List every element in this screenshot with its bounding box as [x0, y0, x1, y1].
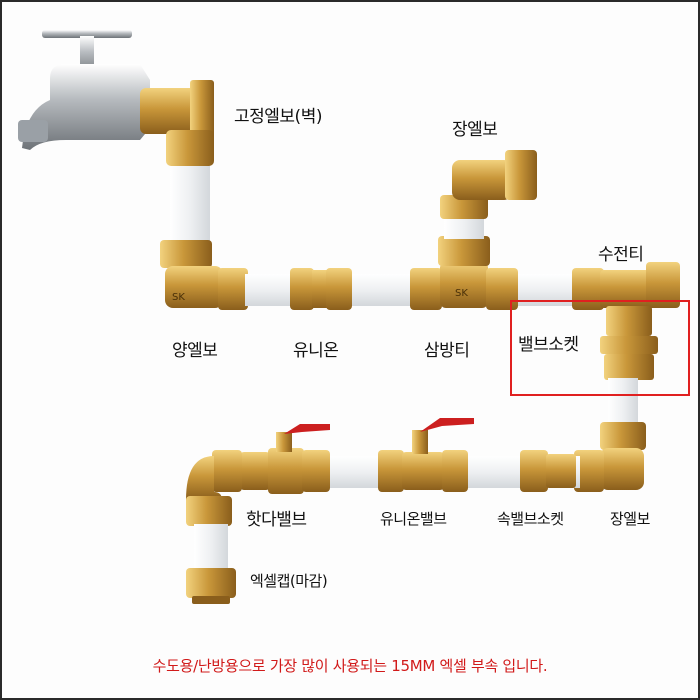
lower-left-elbow-fitting	[186, 450, 242, 526]
long-elbow-top-fitting	[440, 150, 537, 219]
valve-socket-highlight-box	[510, 300, 690, 396]
label-long-elbow-top: 장엘보	[452, 120, 498, 140]
label-long-elbow-bottom: 장엘보	[610, 510, 650, 528]
label-fixed-elbow-wall: 고정엘보(벽)	[234, 107, 322, 127]
pipe-segment	[608, 378, 638, 428]
caption-text: 수도용/난방용으로 가장 많이 사용되는 15MM 엑셀 부속 입니다.	[152, 657, 548, 675]
valve-socket-fitting	[600, 306, 658, 380]
sk-stamp: SK	[172, 292, 185, 303]
pipe-segment	[170, 165, 210, 245]
xl-cap-fitting	[186, 568, 236, 604]
tap-tee-fitting	[572, 262, 680, 310]
faucet-icon	[18, 30, 150, 150]
label-tap-tee: 수전티	[598, 245, 644, 265]
pipe-segment	[194, 524, 228, 572]
inner-valve-socket-fitting	[520, 450, 576, 492]
hatda-valve-fitting	[240, 424, 330, 494]
sk-stamp: SK	[455, 288, 468, 299]
label-xl-cap: 엑셀캡(마감)	[250, 572, 328, 590]
valve-handle-icon	[284, 424, 330, 434]
double-elbow-fitting: SK	[160, 240, 248, 310]
label-union: 유니온	[293, 341, 339, 361]
tee-fitting: SK	[410, 236, 518, 310]
label-valve-socket: 밸브소켓	[518, 335, 579, 355]
label-union-valve: 유니온밸브	[380, 510, 447, 528]
label-hatda-valve: 핫다밸브	[246, 510, 307, 530]
valve-handle-icon	[420, 418, 474, 432]
fixed-elbow-wall-fitting	[140, 80, 214, 166]
label-double-elbow: 양엘보	[172, 341, 218, 361]
long-elbow-bottom-fitting	[574, 422, 646, 492]
union-fitting	[290, 268, 352, 310]
union-valve-fitting	[378, 418, 474, 492]
label-tee: 삼방티	[424, 341, 470, 361]
label-inner-valve-socket: 속밸브소켓	[497, 510, 564, 528]
